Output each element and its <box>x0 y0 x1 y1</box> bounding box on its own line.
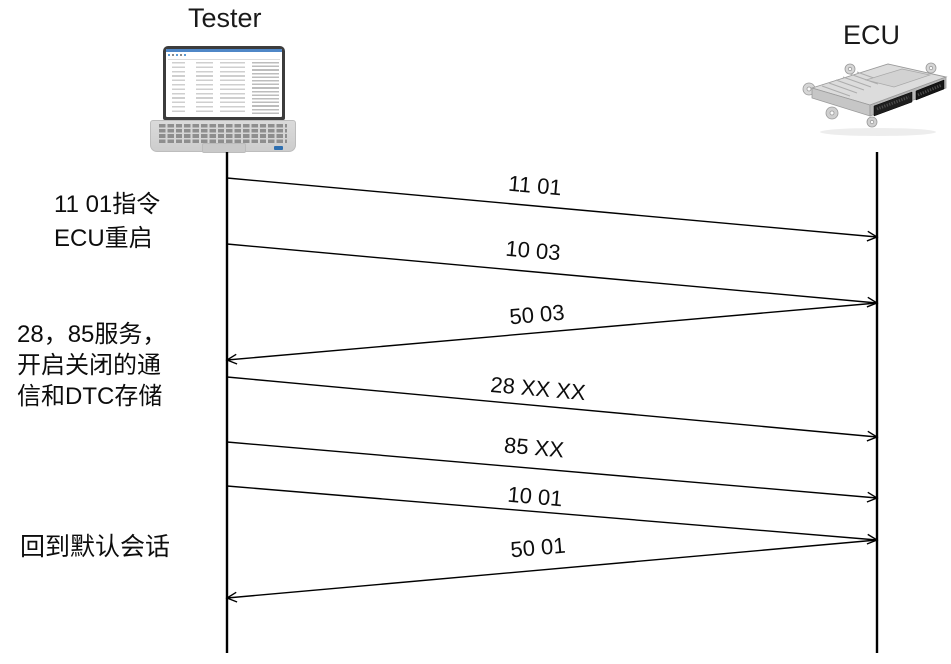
laptop-app-table <box>168 59 280 115</box>
annotation-default-session: 回到默认会话 <box>20 532 170 563</box>
laptop-logo-led <box>274 146 283 150</box>
annotation-line: 28，85服务， <box>17 321 167 348</box>
actor-label-tester: Tester <box>188 3 262 33</box>
message-label: 10 01 <box>506 481 564 512</box>
message-arrow-50-03 <box>225 302 878 365</box>
laptop-icon <box>150 40 296 154</box>
message-label: 50 01 <box>509 532 567 563</box>
message-label: 85 XX <box>503 432 565 463</box>
annotation-line: 11 01指令 <box>54 191 161 218</box>
laptop-app-toolbar-icons <box>168 54 170 56</box>
table-column-art <box>252 62 279 115</box>
laptop-keys <box>159 124 287 143</box>
annotation-line: 回到默认会话 <box>20 533 171 561</box>
laptop-keyboard-base <box>150 120 296 153</box>
laptop-screen <box>163 46 285 120</box>
message-arrow-10-01 <box>226 485 879 545</box>
message-arrow-10-03 <box>226 243 879 308</box>
annotation-28-85-services: 28，85服务， 开启关闭的通 信和DTC存储 <box>17 319 166 412</box>
message-label: 10 03 <box>504 235 562 266</box>
table-column-art <box>220 62 245 115</box>
table-column-art <box>196 62 213 115</box>
annotation-ecu-reset: 11 01指令 ECU重启 <box>54 188 160 256</box>
ecu-module-icon <box>802 62 948 136</box>
annotation-line: 开启关闭的通 <box>17 352 161 379</box>
annotation-line: 信和DTC存储 <box>17 383 163 410</box>
laptop-trackpad <box>202 143 246 153</box>
actor-label-ecu: ECU <box>843 20 901 50</box>
message-label: 11 01 <box>507 170 563 201</box>
message-arrow-28-xx-xx <box>226 376 879 442</box>
table-column-art <box>172 62 185 115</box>
message-arrow-11-01 <box>226 177 879 242</box>
message-arrow-85-xx <box>226 441 879 503</box>
annotation-line: ECU重启 <box>54 225 153 252</box>
laptop-display-table-app <box>166 49 282 117</box>
message-label: 50 03 <box>508 299 566 330</box>
message-arrow-50-01 <box>225 539 878 603</box>
laptop-app-titlebar <box>166 49 282 52</box>
